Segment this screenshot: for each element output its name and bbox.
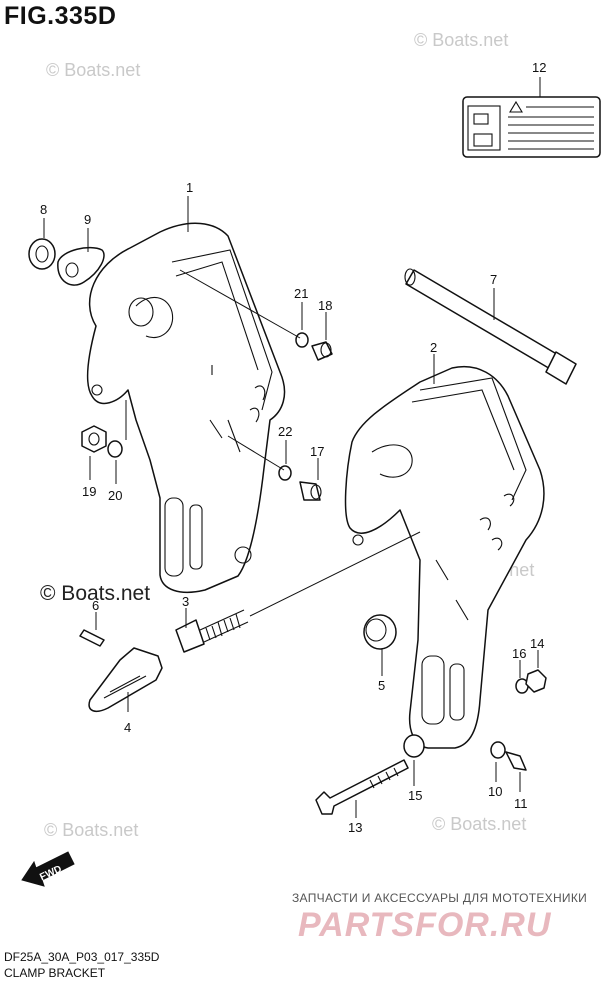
washer-15[interactable]	[403, 734, 425, 758]
callout-20: 20	[108, 488, 122, 503]
diagram-code: DF25A_30A_P03_017_335D	[4, 950, 160, 964]
callout-21: 21	[294, 286, 308, 301]
callout-5: 5	[378, 678, 385, 693]
washer-22[interactable]	[278, 465, 292, 481]
callout-6: 6	[92, 598, 99, 613]
nut-19[interactable]	[81, 425, 107, 453]
callout-22: 22	[278, 424, 292, 439]
clamp-bracket-right[interactable]	[344, 365, 545, 749]
callout-9: 9	[84, 212, 91, 227]
pin-6[interactable]	[79, 629, 105, 647]
clamp-bracket-left[interactable]	[86, 222, 286, 594]
callout-8: 8	[40, 202, 47, 217]
callout-19: 19	[82, 484, 96, 499]
diagram-name: CLAMP BRACKET	[4, 966, 106, 980]
figure-title: FIG.335D	[4, 2, 117, 30]
fwd-arrow-icon: FWD	[21, 851, 75, 887]
callout-14: 14	[530, 636, 544, 651]
watermark-top-right: © Boats.net	[414, 30, 508, 50]
callout-11: 11	[514, 796, 528, 811]
through-tube[interactable]	[404, 268, 577, 385]
tilt-rod-3[interactable]	[175, 609, 249, 653]
shop-caption: ЗАПЧАСТИ И АКСЕССУАРЫ ДЛЯ МОТОТЕХНИКИ	[292, 891, 588, 905]
washer-10[interactable]	[490, 741, 506, 759]
washer-20[interactable]	[107, 440, 123, 458]
watermark-bottom-right: © Boats.net	[432, 814, 526, 834]
washer-21[interactable]	[295, 332, 309, 348]
watermark-top-left: © Boats.net	[46, 60, 140, 80]
callout-10: 10	[488, 784, 502, 799]
cap-5[interactable]	[363, 614, 397, 650]
callout-7: 7	[490, 272, 497, 287]
bolt-18[interactable]	[311, 341, 333, 361]
callout-18: 18	[318, 298, 332, 313]
callout-3: 3	[182, 594, 189, 609]
watermark-bottom-left: © Boats.net	[44, 820, 138, 840]
bolt-13[interactable]	[315, 759, 409, 815]
bolt-11[interactable]	[505, 751, 527, 771]
tilt-lever-4[interactable]	[88, 647, 163, 713]
callout-2: 2	[430, 340, 437, 355]
callout-17: 17	[310, 444, 324, 459]
callout-15: 15	[408, 788, 422, 803]
callout-4: 4	[124, 720, 131, 735]
callout-16: 16	[512, 646, 526, 661]
label-decal[interactable]	[462, 96, 601, 158]
callout-12: 12	[532, 60, 546, 75]
callout-13: 13	[348, 820, 362, 835]
thrust-plate[interactable]	[57, 246, 105, 286]
bolt-17[interactable]	[299, 481, 322, 501]
bushing[interactable]	[28, 238, 56, 270]
watermark-center: © Boats.net	[40, 582, 150, 605]
callout-1: 1	[186, 180, 193, 195]
nut-14[interactable]	[525, 669, 547, 693]
shop-logo: PARTSFOR.RU	[298, 906, 552, 944]
